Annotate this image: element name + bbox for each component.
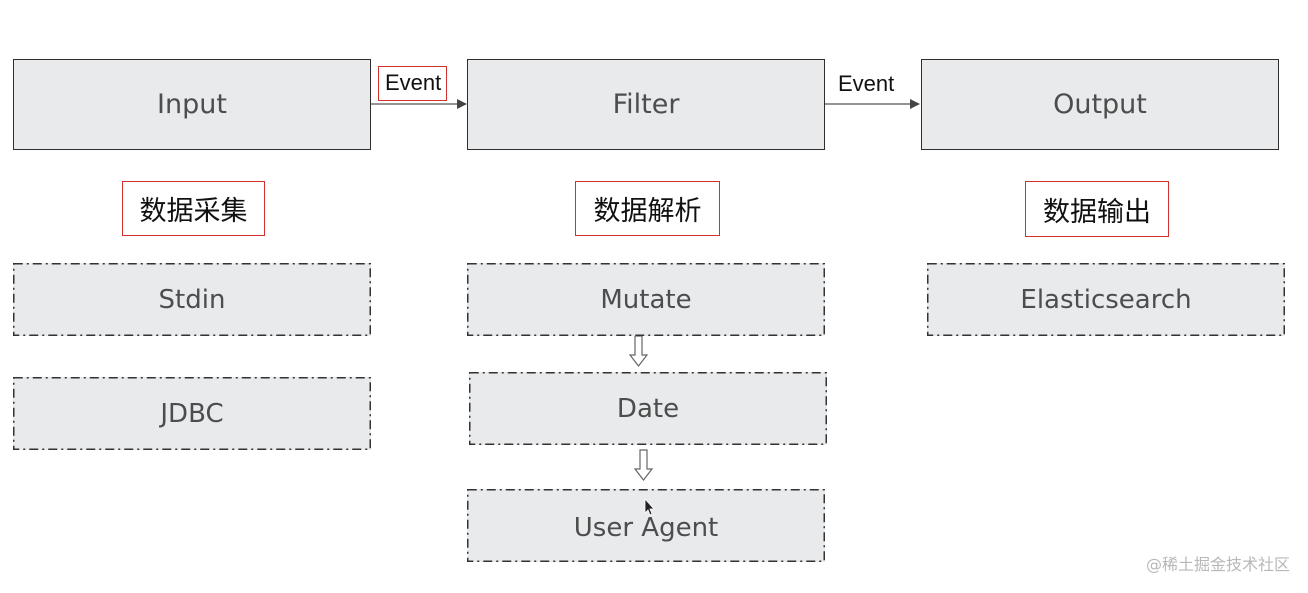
filter-stage-box: Filter bbox=[467, 59, 825, 150]
output-stage-box: Output bbox=[921, 59, 1279, 150]
plugin-box-user-agent: User Agent bbox=[467, 489, 825, 562]
plugin-box-elasticsearch: Elasticsearch bbox=[927, 263, 1285, 336]
date-to-useragent-arrow bbox=[633, 449, 654, 481]
plugin-box-jdbc: JDBC bbox=[13, 377, 371, 450]
plugin-label-stdin: Stdin bbox=[158, 284, 226, 315]
plugin-box-stdin: Stdin bbox=[13, 263, 371, 336]
input-stage-label: Input bbox=[157, 89, 227, 120]
plugin-label-user-agent: User Agent bbox=[573, 512, 719, 543]
plugin-box-date: Date bbox=[469, 372, 827, 445]
event-label-filter-output: Event bbox=[838, 71, 895, 96]
category-label-filter: 数据解析 bbox=[575, 181, 720, 236]
plugin-label-elasticsearch: Elasticsearch bbox=[1020, 284, 1192, 315]
watermark: @稀土掘金技术社区 bbox=[1145, 555, 1290, 574]
category-label-input: 数据采集 bbox=[122, 181, 265, 236]
category-label-output: 数据输出 bbox=[1025, 181, 1169, 237]
plugin-label-date: Date bbox=[616, 393, 680, 424]
event-label-input-filter: Event bbox=[378, 66, 448, 101]
mutate-to-date-arrow bbox=[628, 335, 649, 367]
filter-stage-label: Filter bbox=[612, 89, 680, 120]
plugin-label-mutate: Mutate bbox=[600, 284, 692, 315]
output-stage-label: Output bbox=[1053, 89, 1147, 120]
plugin-box-mutate: Mutate bbox=[467, 263, 825, 336]
input-stage-box: Input bbox=[13, 59, 371, 150]
plugin-label-jdbc: JDBC bbox=[160, 398, 224, 429]
